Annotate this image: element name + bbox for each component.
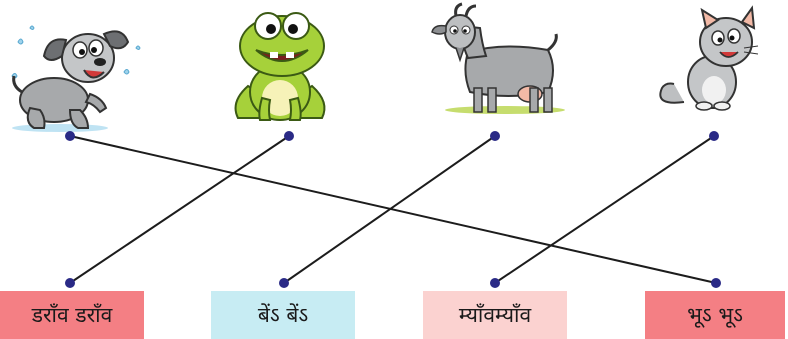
sound-box-dog-bark[interactable]: डराँव डराँव: [0, 291, 144, 339]
match-line: [69, 135, 717, 284]
frog-icon: [234, 12, 326, 121]
sound-connector-dot[interactable]: [279, 278, 289, 288]
match-line: [494, 135, 715, 284]
sound-box-cat-meow[interactable]: म्याँवम्याँव: [423, 291, 567, 339]
goat-icon: [431, 2, 565, 114]
sound-connector-dot[interactable]: [490, 278, 500, 288]
sound-box-goat-bleat[interactable]: बें‌ऽ बें‌ऽ: [211, 291, 355, 339]
animal-connector-dot[interactable]: [284, 131, 294, 141]
match-dots: [65, 131, 721, 288]
sound-connector-dot[interactable]: [65, 278, 75, 288]
dog-icon: [11, 25, 141, 132]
sound-label: डराँव डराँव: [31, 303, 113, 327]
match-line: [283, 135, 496, 284]
animal-connector-dot[interactable]: [709, 131, 719, 141]
match-lines: [69, 135, 717, 284]
sound-label: भूऽ भूऽ: [687, 303, 743, 327]
sound-connector-dot[interactable]: [711, 278, 721, 288]
cat-icon: [659, 5, 759, 111]
sound-box-dog-woof[interactable]: भूऽ भूऽ: [645, 291, 785, 339]
animal-connector-dot[interactable]: [490, 131, 500, 141]
sound-label: बें‌ऽ बें‌ऽ: [257, 303, 309, 327]
match-line: [69, 135, 290, 284]
animal-connector-dot[interactable]: [65, 131, 75, 141]
sound-label: म्याँवम्याँव: [458, 303, 532, 327]
